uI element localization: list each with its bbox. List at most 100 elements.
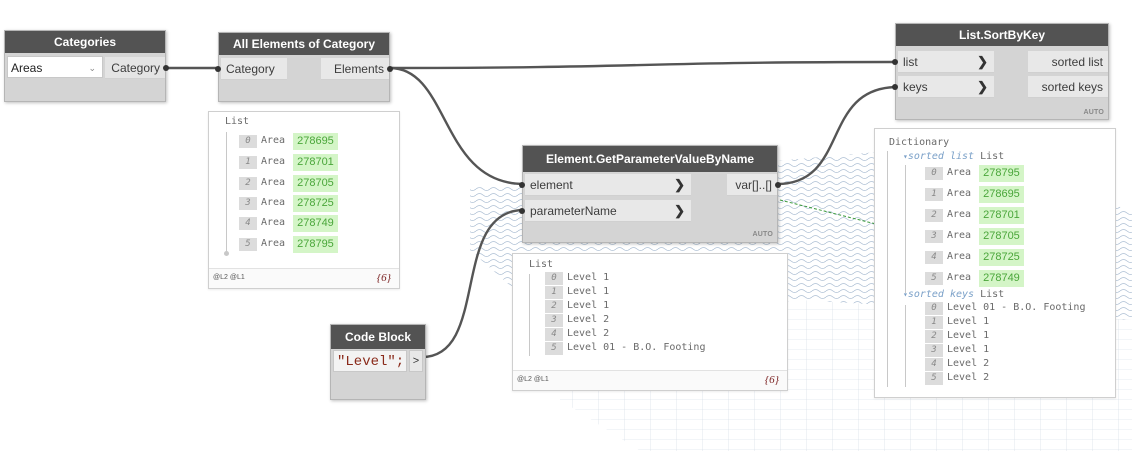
preview-footer: @L2 @L1 {6} [513, 370, 787, 390]
item-type: Area [947, 209, 972, 220]
output-port-var[interactable]: var[]..[] [727, 174, 777, 196]
item-value: 278701 [293, 153, 338, 171]
item-index: 2 [545, 299, 563, 313]
node-title[interactable]: Code Block [331, 325, 425, 349]
item-value: 278705 [979, 227, 1024, 245]
dictionary-key-sorted-list: ▾sorted list List [903, 151, 1004, 162]
input-connector[interactable] [519, 182, 525, 188]
item-index: 3 [545, 313, 563, 327]
item-index: 1 [925, 315, 943, 329]
lacing-label[interactable]: AUTO [752, 231, 773, 238]
item-index: 3 [925, 343, 943, 357]
item-index: 5 [545, 341, 563, 355]
item-value: Level 1 [567, 300, 610, 311]
input-connector[interactable] [892, 59, 898, 65]
output-port-elements[interactable]: Elements [321, 58, 389, 80]
list-type: List [980, 289, 1005, 300]
item-value: 278725 [979, 248, 1024, 266]
item-type: Area [947, 230, 972, 241]
item-value: Level 1 [947, 316, 990, 327]
node-title[interactable]: All Elements of Category [219, 33, 389, 55]
list-levels: @L2 @L1 [517, 376, 549, 383]
categories-node[interactable]: Categories Areas ⌄ Category [4, 30, 169, 102]
item-value: Level 2 [567, 314, 610, 325]
input-port-parameter-name[interactable]: parameterName ❯ [525, 200, 691, 222]
list-type: List [980, 151, 1005, 162]
code-block-node[interactable]: Code Block "Level"; > [330, 324, 426, 400]
chevron-down-icon: ⌄ [88, 63, 96, 73]
item-type: Area [261, 135, 286, 146]
output-port-sorted-keys[interactable]: sorted keys [1028, 76, 1108, 98]
lacing-label[interactable]: AUTO [1083, 109, 1104, 116]
collapse-triangle-icon[interactable]: ▾ [903, 290, 908, 299]
item-type: Area [261, 156, 286, 167]
tree-end [224, 251, 229, 256]
item-index: 3 [239, 196, 257, 210]
chevron-right-icon: ❯ [674, 177, 685, 192]
item-index: 2 [925, 329, 943, 343]
item-value: 278795 [979, 164, 1024, 182]
input-port-keys[interactable]: keys ❯ [898, 76, 994, 98]
input-connector[interactable] [519, 208, 525, 214]
code-editor[interactable]: "Level"; [333, 350, 407, 372]
code-output-port[interactable]: > [409, 350, 423, 372]
item-count: {6} [376, 272, 391, 284]
list-item: 5 Level 01 - B.O. Footing [545, 341, 705, 355]
item-index: 5 [925, 271, 943, 285]
collapse-triangle-icon[interactable]: ▾ [903, 152, 908, 161]
port-label: sorted list [1051, 55, 1103, 69]
preview-header: Dictionary [889, 137, 950, 148]
category-dropdown[interactable]: Areas ⌄ [7, 56, 103, 78]
input-port-list[interactable]: list ❯ [898, 51, 994, 73]
node-title[interactable]: List.SortByKey [896, 24, 1108, 46]
item-value: 278705 [293, 174, 338, 192]
item-type: Area [261, 217, 286, 228]
preview-header: List [225, 116, 250, 127]
item-value: 278695 [293, 132, 338, 150]
item-index: 4 [925, 250, 943, 264]
output-connector[interactable] [775, 182, 781, 188]
port-label: element [530, 178, 573, 192]
item-value: Level 1 [947, 344, 990, 355]
output-connector[interactable] [387, 66, 393, 72]
dict-key: sorted keys [907, 289, 975, 300]
input-port-category[interactable]: Category [221, 58, 287, 80]
item-value: Level 01 - B.O. Footing [947, 302, 1086, 313]
input-connector[interactable] [215, 66, 221, 72]
item-value: Level 01 - B.O. Footing [567, 342, 706, 353]
node-title[interactable]: Categories [5, 31, 165, 53]
item-count: {6} [764, 374, 779, 386]
preview-footer: @L2 @L1 {6} [209, 268, 399, 288]
item-index: 1 [239, 155, 257, 169]
item-index: 5 [925, 371, 943, 385]
item-value: 278725 [293, 194, 338, 212]
item-index: 2 [239, 176, 257, 190]
output-port-sorted-list[interactable]: sorted list [1028, 51, 1108, 73]
get-parameter-node[interactable]: Element.GetParameterValueByName element … [519, 145, 781, 243]
input-connector[interactable] [892, 84, 898, 90]
all-elements-node[interactable]: All Elements of Category Category Elemen… [215, 32, 393, 102]
item-index: 4 [239, 216, 257, 230]
port-label: Category [111, 61, 160, 75]
node-title[interactable]: Element.GetParameterValueByName [523, 146, 777, 172]
item-index: 4 [925, 357, 943, 371]
output-port-category[interactable]: Category [105, 57, 165, 79]
input-port-element[interactable]: element ❯ [525, 174, 691, 196]
preview-header: List [529, 259, 554, 270]
port-label: keys [903, 80, 928, 94]
chevron-right-icon: ❯ [977, 54, 988, 69]
tree-line [887, 151, 888, 387]
output-connector[interactable] [163, 65, 169, 71]
tree-line [905, 165, 906, 293]
dropdown-value: Areas [11, 61, 43, 75]
sort-by-key-node[interactable]: List.SortByKey list ❯ keys ❯ sorted list… [892, 23, 1109, 120]
item-value: 278749 [293, 214, 338, 232]
tree-line [529, 274, 530, 356]
